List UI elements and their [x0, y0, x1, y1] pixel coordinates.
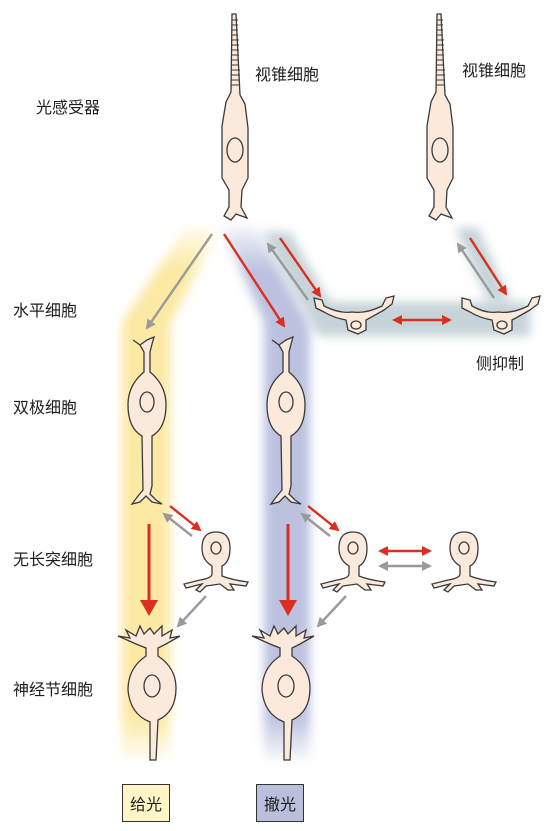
arrow-amacrine-to-off-bipolar [300, 512, 331, 537]
on-pathway-label-box: 给光 [122, 784, 170, 822]
ganglion-cell-on [117, 624, 181, 761]
arrow-cone-to-horizontal [279, 237, 322, 298]
cone-cell-right [426, 13, 454, 221]
cone-cell-left [221, 13, 249, 221]
arrow-amacrine-to-off-ganglion [316, 595, 347, 628]
label-amacrine-cell: 无长突细胞 [13, 550, 94, 569]
label-photoreceptor: 光感受器 [36, 98, 101, 117]
on-pathway-label: 给光 [129, 795, 162, 814]
signal-arrows [140, 233, 508, 628]
arrow-cone-to-off-bipolar [222, 233, 286, 328]
arrow-on-bipolar-to-amacrine [169, 505, 202, 532]
label-horizontal-cell: 水平细胞 [13, 301, 78, 320]
label-bipolar-cell: 双极细胞 [13, 398, 78, 417]
label-ganglion-cell: 神经节细胞 [13, 680, 94, 699]
amacrine-cell-2 [320, 531, 386, 593]
arrow-off-bipolar-to-amacrine [307, 505, 340, 532]
arrow-amacrine-to-on-ganglion [176, 595, 207, 628]
amacrine-cell-3 [431, 531, 497, 593]
bipolar-cell-off [266, 335, 306, 506]
arrow-horizontal-to-cone [266, 242, 309, 301]
arrow-cone2-to-horizontal [468, 237, 508, 296]
arrow-cone-to-on-bipolar [145, 233, 213, 330]
off-pathway-label: 撤光 [263, 795, 296, 814]
off-pathway-label-box: 撤光 [256, 784, 304, 822]
label-lateral-inhibition: 侧抑制 [476, 354, 525, 373]
arrow-horizontal2-to-cone2 [456, 242, 495, 299]
label-cone-left: 视锥细胞 [255, 65, 320, 84]
horizontal-cell-left [313, 295, 395, 335]
ganglion-cell-off [251, 624, 315, 761]
label-cone-right: 视锥细胞 [462, 61, 527, 80]
arrow-amacrine-to-on-bipolar [162, 512, 193, 537]
cone-outer-segment-stripes [231, 19, 240, 86]
horizontal-cell-right [461, 295, 541, 335]
amacrine-cell-1 [183, 531, 249, 593]
bipolar-cell-on [127, 335, 167, 506]
